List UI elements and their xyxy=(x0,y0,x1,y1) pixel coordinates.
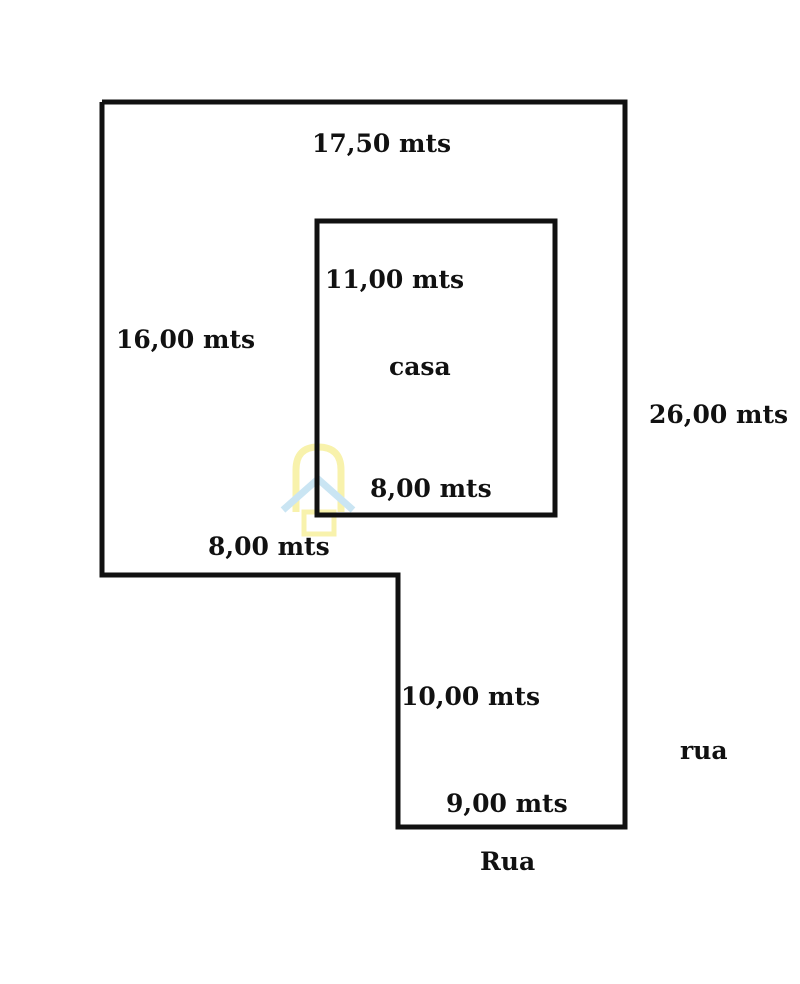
lot-top-dimension: 17,50 mts xyxy=(312,129,452,158)
house-label: casa xyxy=(389,352,451,381)
house-top-dimension: 11,00 mts xyxy=(325,265,465,294)
lot-left-dimension: 16,00 mts xyxy=(116,325,256,354)
lot-bottom-dimension: 9,00 mts xyxy=(446,789,568,818)
lot-lower-dimension: 10,00 mts xyxy=(401,682,541,711)
lot-step-dimension: 8,00 mts xyxy=(208,532,330,561)
house-bottom-dimension: 8,00 mts xyxy=(370,474,492,503)
house-outline xyxy=(314,218,558,518)
street-right-label: rua xyxy=(680,736,728,765)
lot-outline xyxy=(99,99,628,830)
lot-right-dimension: 26,00 mts xyxy=(649,400,789,429)
street-bottom-label: Rua xyxy=(480,847,536,876)
